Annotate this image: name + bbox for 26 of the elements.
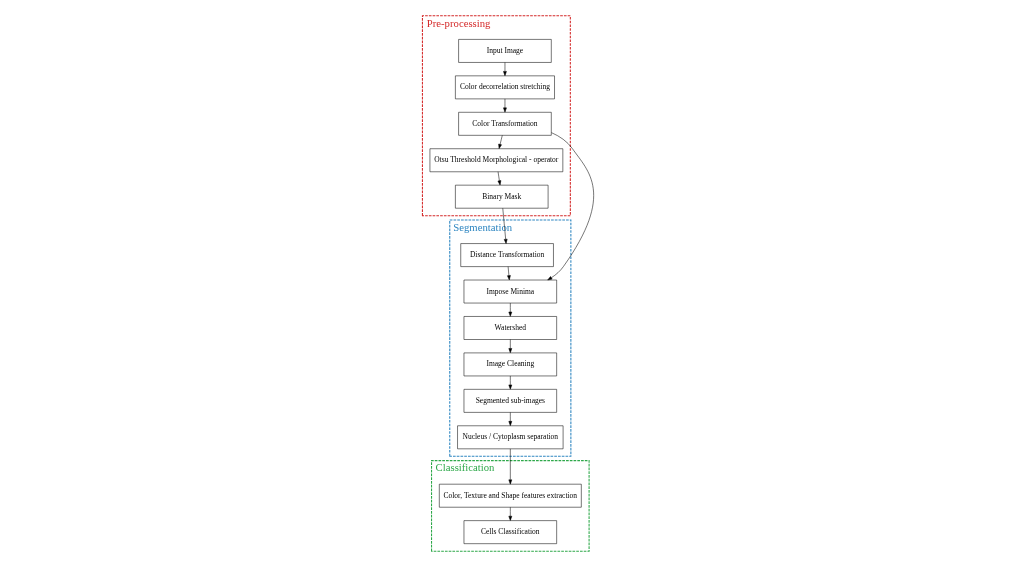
node-box: Impose Minima xyxy=(463,279,557,304)
node-box: Color decorrelation stretching xyxy=(454,75,555,100)
arrow xyxy=(508,448,512,485)
node-box: Cells Classification xyxy=(463,520,557,544)
node-box: Distance Transformation xyxy=(460,243,554,267)
node-box: Segmented sub-images xyxy=(463,389,557,413)
arrow xyxy=(502,208,507,244)
arrow xyxy=(502,98,507,113)
node-box: Input Image xyxy=(457,39,552,63)
node-box: Binary Mask xyxy=(454,184,548,209)
arrow xyxy=(508,375,512,390)
arrow xyxy=(497,135,503,149)
arrow xyxy=(508,339,512,354)
node-box: Nucleus / Cytoplasm separation xyxy=(456,425,563,450)
arrow xyxy=(508,412,512,426)
arrow xyxy=(508,506,512,521)
node-box: Otsu Threshold Morphological - operator xyxy=(429,148,563,173)
arrow xyxy=(508,302,512,317)
arrow xyxy=(506,266,511,281)
arrow xyxy=(502,62,507,76)
node-box: Image Cleaning xyxy=(463,352,557,377)
node-box: Color Transformation xyxy=(457,112,552,136)
node-box: Color, Texture and Shape features extraction xyxy=(438,483,582,508)
node-box: Watershed xyxy=(463,316,557,340)
arrow xyxy=(546,132,594,281)
arrow xyxy=(497,171,501,186)
